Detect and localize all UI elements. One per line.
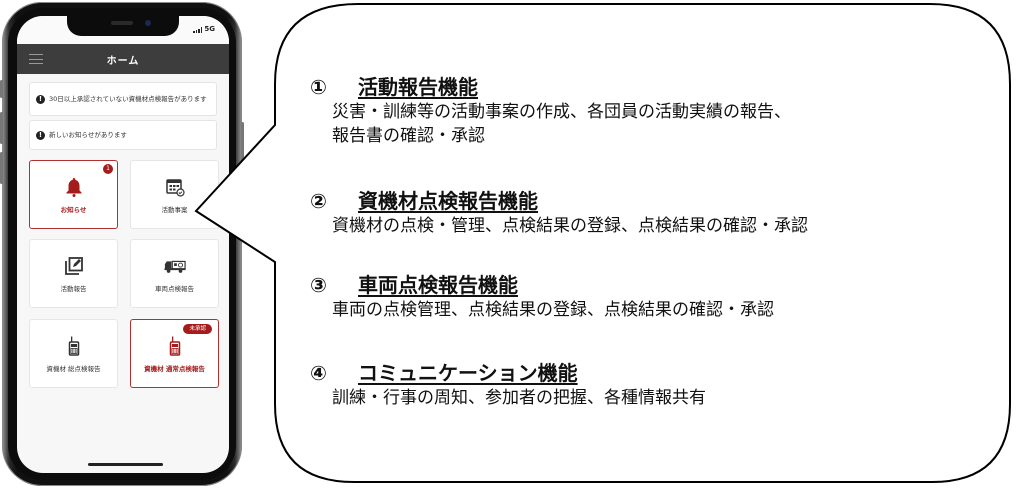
feature-title: ③ 車両点検報告機能 (310, 272, 774, 298)
tile-label: 資機材 総点検報告 (46, 364, 101, 373)
notch (67, 16, 179, 36)
feature-title: ② 資機材点検報告機能 (310, 188, 808, 214)
feature-description: 訓練・行事の周知、参加者の把握、各種情報共有 (332, 388, 706, 408)
power-button (241, 122, 244, 172)
feature-description: 報告書の確認・承認 (332, 126, 485, 146)
bell-icon (63, 176, 85, 198)
network-type: 5G (204, 25, 215, 33)
notification-count-badge: 1 (103, 164, 113, 174)
feature-title-text: コミュニケーション機能 (358, 361, 578, 385)
feature-title-text: 資機材点検報告機能 (358, 189, 538, 213)
home-indicator (88, 463, 163, 466)
mute-switch (0, 80, 3, 98)
status-bar: 5G (17, 16, 229, 44)
radio-device-icon (63, 335, 85, 357)
feature-title: ④ コミュニケーション機能 (310, 360, 706, 386)
tile-label: 車両点検報告 (155, 284, 194, 293)
calendar-check-icon (164, 176, 186, 198)
feature-description: 資機材の点検・管理、点検結果の登録、点検結果の確認・承認 (332, 216, 808, 236)
signal-bars-icon (193, 27, 203, 33)
tile-activity-report[interactable]: 活動報告 (29, 239, 118, 308)
radio-device-icon (164, 335, 186, 357)
notice-text: 30日以上承認されていない資機材点検報告があります (49, 94, 207, 103)
notice-text: 新しいお知らせがあります (49, 130, 127, 139)
unapproved-badge: 未承認 (183, 324, 212, 334)
feature-number: ④ (310, 361, 327, 385)
tile-label: お知らせ (60, 205, 87, 214)
feature-number: ① (310, 75, 327, 99)
tile-vehicle-inspection[interactable]: 車両点検報告 (130, 239, 219, 308)
smartphone-mockup: 5G ホーム ! 30日以上承認されていない資機材点検報告があります ! 新しい… (0, 2, 244, 486)
feature-description: 災害・訓練等の活動事案の作成、各団員の活動実績の報告、 (332, 102, 791, 122)
tile-equipment-full-inspection[interactable]: 資機材 総点検報告 (29, 319, 118, 388)
tile-activity-cases[interactable]: 活動事案 (130, 160, 219, 229)
feature-vehicle-inspection: ③ 車両点検報告機能 車両の点検管理、点検結果の登録、点検結果の確認・承認 (310, 272, 774, 322)
notice-unapproved-reports[interactable]: ! 30日以上承認されていない資機材点検報告があります (29, 82, 217, 116)
front-camera (145, 20, 151, 26)
feature-communication: ④ コミュニケーション機能 訓練・行事の周知、参加者の把握、各種情報共有 (310, 360, 706, 410)
feature-title-text: 活動報告機能 (358, 75, 478, 99)
page-title: ホーム (106, 55, 140, 67)
volume-up-button (0, 112, 3, 144)
feature-description: 車両の点検管理、点検結果の登録、点検結果の確認・承認 (332, 300, 774, 320)
feature-activity-report: ① 活動報告機能 災害・訓練等の活動事案の作成、各団員の活動実績の報告、 報告書の… (310, 74, 791, 148)
tile-notifications[interactable]: 1 お知らせ (29, 160, 118, 229)
app-screen: 5G ホーム ! 30日以上承認されていない資機材点検報告があります ! 新しい… (17, 16, 229, 473)
feature-number: ② (310, 189, 327, 213)
signal-indicator: 5G (193, 25, 215, 33)
app-header: ホーム (17, 44, 229, 74)
exclamation-circle-icon: ! (36, 94, 45, 104)
speaker (111, 21, 133, 25)
tile-equipment-regular-inspection[interactable]: 未承認 資機材 通常点検報告 (130, 319, 219, 388)
edit-note-icon (63, 255, 85, 277)
tile-label: 活動事案 (161, 205, 188, 214)
feature-equipment-inspection: ② 資機材点検報告機能 資機材の点検・管理、点検結果の登録、点検結果の確認・承認 (310, 188, 808, 238)
exclamation-circle-icon: ! (36, 130, 45, 140)
truck-icon (163, 255, 186, 277)
feature-title-text: 車両点検報告機能 (358, 273, 518, 297)
hamburger-icon[interactable] (29, 54, 43, 64)
tile-label: 活動報告 (60, 284, 87, 293)
notice-new-announcement[interactable]: ! 新しいお知らせがあります (29, 120, 217, 150)
tile-label: 資機材 通常点検報告 (144, 364, 205, 373)
feature-title: ① 活動報告機能 (310, 74, 791, 100)
volume-down-button (0, 152, 3, 184)
feature-number: ③ (310, 273, 327, 297)
